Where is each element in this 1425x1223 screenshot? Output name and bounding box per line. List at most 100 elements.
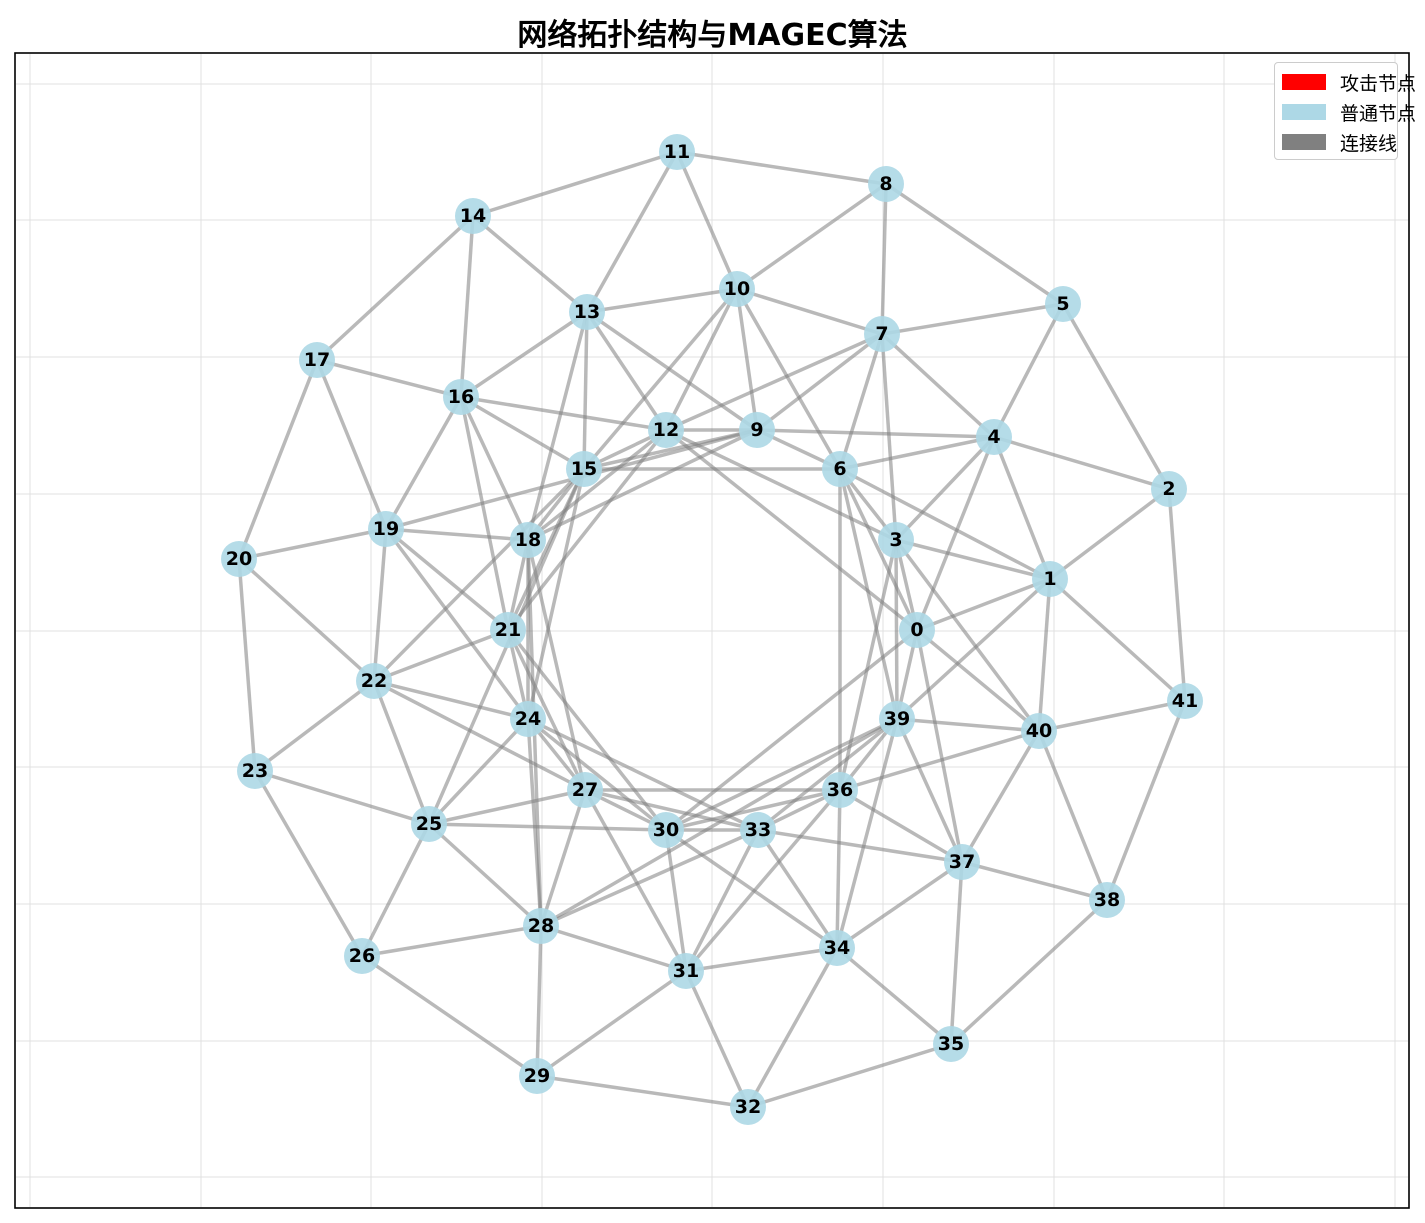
edge-22-23 (253, 679, 376, 773)
node-circle (510, 522, 546, 558)
node-17[interactable]: 17 (299, 342, 335, 378)
node-16[interactable]: 16 (443, 379, 479, 415)
edge-23-25 (254, 769, 430, 826)
node-24[interactable]: 24 (510, 701, 546, 737)
node-11[interactable]: 11 (659, 134, 695, 170)
node-32[interactable]: 32 (730, 1089, 766, 1125)
node-circle (490, 612, 526, 648)
edge-3-7 (880, 333, 898, 541)
node-label: 16 (448, 386, 474, 408)
legend-label-attack: 攻击节点 (1340, 72, 1417, 95)
node-circle (819, 930, 855, 966)
edge-0-6 (838, 468, 919, 631)
edge-24-25 (427, 717, 530, 826)
edge-13-16 (460, 310, 588, 399)
edge-39-40 (896, 717, 1040, 733)
node-20[interactable]: 20 (221, 541, 257, 577)
node-label: 39 (884, 708, 910, 730)
edge-17-20 (237, 359, 319, 560)
edge-1-2 (1048, 487, 1171, 581)
node-21[interactable]: 21 (490, 612, 526, 648)
node-12[interactable]: 12 (648, 412, 684, 448)
node-circle (878, 522, 914, 558)
edge-12-18 (526, 428, 668, 542)
node-label: 27 (572, 779, 598, 801)
edge-13-14 (471, 214, 589, 314)
node-23[interactable]: 23 (237, 753, 273, 789)
grid-lines (16, 54, 1408, 1207)
node-5[interactable]: 5 (1045, 286, 1081, 322)
node-2[interactable]: 2 (1151, 471, 1187, 507)
node-41[interactable]: 41 (1167, 683, 1203, 719)
edge-28-29 (535, 925, 543, 1077)
node-38[interactable]: 38 (1089, 882, 1125, 918)
edge-35-38 (949, 898, 1109, 1046)
node-circle (411, 806, 447, 842)
node-27[interactable]: 27 (567, 772, 603, 808)
node-9[interactable]: 9 (739, 412, 775, 448)
node-circle (221, 541, 257, 577)
edge-15-16 (460, 395, 585, 471)
edge-37-39 (895, 718, 964, 863)
node-7[interactable]: 7 (864, 316, 900, 352)
edge-13-18 (526, 311, 589, 541)
edge-33-34 (756, 829, 839, 949)
node-25[interactable]: 25 (411, 806, 447, 842)
node-circle (443, 379, 479, 415)
node-circle (569, 294, 605, 330)
node-14[interactable]: 14 (455, 198, 491, 234)
node-18[interactable]: 18 (510, 522, 546, 558)
node-circle (730, 1089, 766, 1125)
node-33[interactable]: 33 (740, 812, 776, 848)
node-34[interactable]: 34 (819, 930, 855, 966)
edge-38-41 (1105, 700, 1187, 901)
node-30[interactable]: 30 (648, 812, 684, 848)
node-22[interactable]: 22 (356, 663, 392, 699)
node-0[interactable]: 0 (899, 612, 935, 648)
edge-30-36 (665, 788, 841, 832)
node-10[interactable]: 10 (719, 271, 755, 307)
node-29[interactable]: 29 (519, 1058, 555, 1094)
node-36[interactable]: 36 (822, 772, 858, 808)
edge-12-21 (506, 428, 668, 632)
node-label: 1 (1043, 568, 1056, 590)
node-label: 38 (1094, 889, 1120, 911)
edge-2-4 (993, 435, 1170, 491)
node-4[interactable]: 4 (976, 419, 1012, 455)
node-label: 4 (987, 426, 1000, 448)
node-circle (356, 663, 392, 699)
node-3[interactable]: 3 (878, 522, 914, 558)
edge-31-34 (685, 946, 838, 973)
edge-36-40 (839, 729, 1040, 792)
node-6[interactable]: 6 (822, 451, 858, 487)
node-31[interactable]: 31 (668, 953, 704, 989)
node-37[interactable]: 37 (944, 844, 980, 880)
node-39[interactable]: 39 (879, 701, 915, 737)
node-26[interactable]: 26 (344, 938, 380, 974)
edge-4-7 (880, 332, 996, 439)
node-label: 36 (827, 779, 853, 801)
node-13[interactable]: 13 (569, 294, 605, 330)
edge-4-6 (839, 435, 995, 471)
edge-16-17 (316, 358, 462, 399)
node-15[interactable]: 15 (566, 451, 602, 487)
node-circle (879, 701, 915, 737)
node-28[interactable]: 28 (523, 908, 559, 944)
node-19[interactable]: 19 (368, 511, 404, 547)
node-label: 7 (875, 323, 888, 345)
edge-3-12 (665, 428, 897, 542)
node-label: 30 (653, 819, 679, 841)
edge-32-34 (746, 947, 839, 1108)
node-35[interactable]: 35 (933, 1026, 969, 1062)
edge-28-33 (540, 828, 759, 928)
edge-10-12 (664, 288, 739, 431)
node-1[interactable]: 1 (1032, 561, 1068, 597)
edge-19-21 (384, 527, 510, 632)
edge-5-7 (881, 302, 1064, 336)
edge-19-20 (238, 527, 387, 561)
edge-1-6 (839, 467, 1051, 581)
edge-22-25 (372, 680, 431, 825)
node-8[interactable]: 8 (868, 166, 904, 202)
edge-3-4 (894, 435, 996, 542)
node-40[interactable]: 40 (1021, 713, 1057, 749)
